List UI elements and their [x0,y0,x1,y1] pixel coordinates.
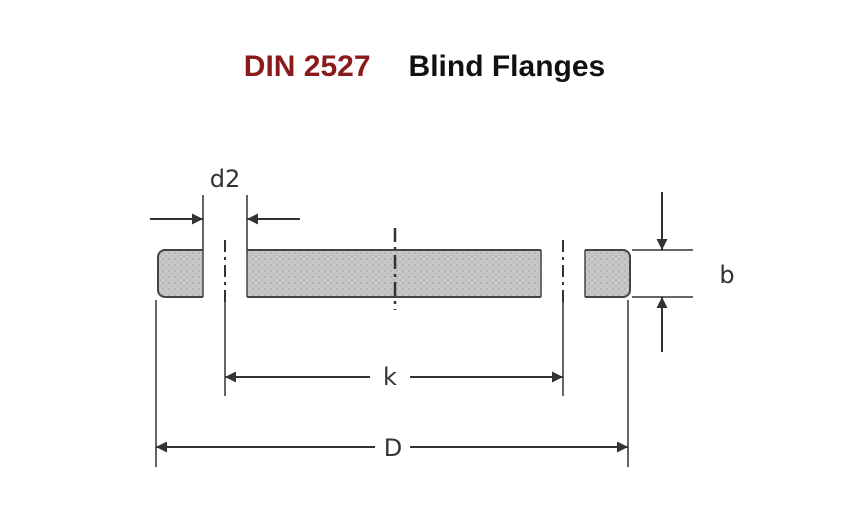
standard-code: DIN 2527 [243,50,371,83]
diagram-title: DIN 2527 Blind Flanges [0,50,849,84]
b-label: b [719,261,734,289]
k-label: k [383,363,397,391]
flange-type-name: Blind Flanges [408,50,606,83]
D-label: D [384,434,402,462]
d2-label: d2 [210,165,241,193]
